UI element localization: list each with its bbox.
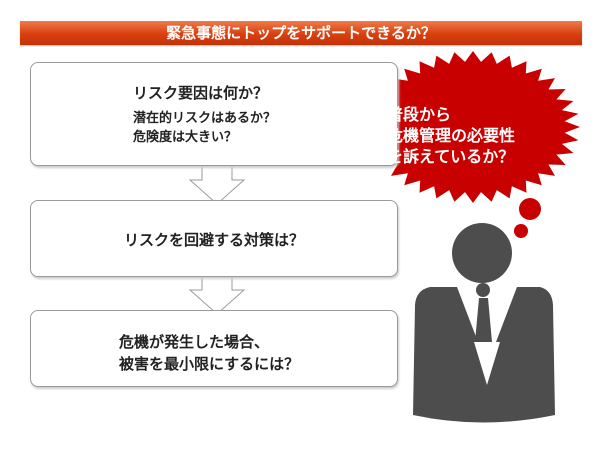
step-3-line-2: 被害を最小限にするには？ bbox=[119, 355, 300, 373]
thought-line-3: を訴えているか？ bbox=[387, 147, 515, 166]
down-arrow-1 bbox=[188, 163, 246, 205]
step-box-countermeasures: リスクを回避する対策は？ bbox=[30, 200, 398, 277]
header-title: 緊急事態にトップをサポートできるか？ bbox=[166, 24, 436, 42]
thought-line-2: 危機管理の必要性 bbox=[387, 126, 516, 145]
thought-bubble-large bbox=[519, 198, 541, 220]
step-box-damage-control: 危機が発生した場合、 被害を最小限にするには？ bbox=[30, 310, 398, 387]
header-banner: 緊急事態にトップをサポートできるか？ bbox=[20, 21, 582, 45]
thought-line-1: 普段から bbox=[387, 105, 452, 124]
step-1-title: リスク要因は何か？ bbox=[133, 84, 269, 102]
down-arrow-2 bbox=[188, 274, 246, 315]
starburst-shape bbox=[366, 51, 580, 203]
thought-bubble-small bbox=[514, 224, 528, 238]
step-1-sub-2: 危険度は大きい？ bbox=[133, 130, 238, 145]
step-1-sub-1: 潜在的リスクはあるか？ bbox=[133, 111, 277, 126]
step-box-risk-factors: リスク要因は何か？ 潜在的リスクはあるか？ 危険度は大きい？ bbox=[30, 62, 398, 166]
thought-text: 普段から 危機管理の必要性 を訴えているか？ bbox=[387, 104, 515, 167]
businessman-icon bbox=[413, 223, 555, 423]
step-3-line-1: 危機が発生した場合、 bbox=[119, 333, 270, 351]
step-2-title: リスクを回避する対策は？ bbox=[123, 231, 304, 249]
